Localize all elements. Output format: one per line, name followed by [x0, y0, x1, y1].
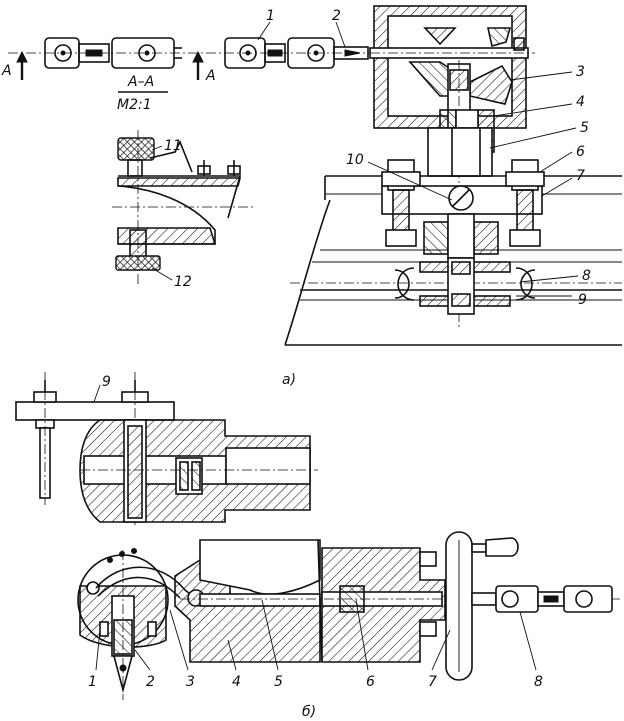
holder-upper-section	[79, 419, 318, 523]
callout-leaders-b	[93, 384, 537, 671]
section-arrow-label: A	[1, 63, 12, 79]
callout-b-4: 4	[232, 674, 241, 690]
section-arrow-left: A	[1, 50, 28, 80]
section-arrow-label: A	[205, 68, 216, 84]
callout-b-5: 5	[274, 674, 283, 690]
caption-b: б)	[302, 704, 316, 720]
callout-a-5: 5	[580, 120, 589, 136]
callout-leaders-a	[151, 21, 579, 297]
callout-a-3: 3	[576, 64, 585, 80]
callout-a-10: 10	[346, 152, 364, 168]
cardan-shaft-assembly	[8, 37, 372, 69]
section-name: A–A	[127, 74, 154, 90]
callout-a-9: 9	[578, 292, 587, 308]
callout-b-8: 8	[534, 674, 543, 690]
section-arrow-right: A	[192, 50, 216, 84]
view-b: 9 1 2 3 4 5 6 7 8 б)	[15, 372, 620, 720]
callout-b-2: 2	[146, 674, 155, 690]
knob-detail	[112, 130, 255, 285]
section-label: A–A M2:1	[117, 74, 168, 113]
column	[427, 109, 495, 177]
callout-a-12: 12	[174, 274, 192, 290]
callout-b-6: 6	[366, 674, 375, 690]
callout-a-4: 4	[576, 94, 585, 110]
callout-a-6: 6	[576, 144, 585, 160]
callout-a-11: 11	[164, 138, 182, 154]
callout-b-1: 1	[88, 674, 97, 690]
holder-lower-section	[77, 531, 620, 700]
callout-b-3: 3	[186, 674, 195, 690]
callout-b-9: 9	[102, 374, 111, 390]
lower-gear	[394, 257, 536, 315]
bracket-plate	[15, 372, 175, 525]
callout-a-2: 2	[332, 8, 341, 24]
section-scale: M2:1	[117, 97, 152, 113]
callout-a-1: 1	[266, 8, 275, 24]
caption-a: а)	[282, 372, 296, 388]
callout-a-7: 7	[576, 168, 585, 184]
view-a: A A A–A M2:1	[1, 5, 622, 388]
clamp-bar	[381, 159, 545, 259]
gearbox-housing	[369, 5, 535, 330]
callout-a-8: 8	[582, 268, 591, 284]
callout-b-7: 7	[428, 674, 437, 690]
